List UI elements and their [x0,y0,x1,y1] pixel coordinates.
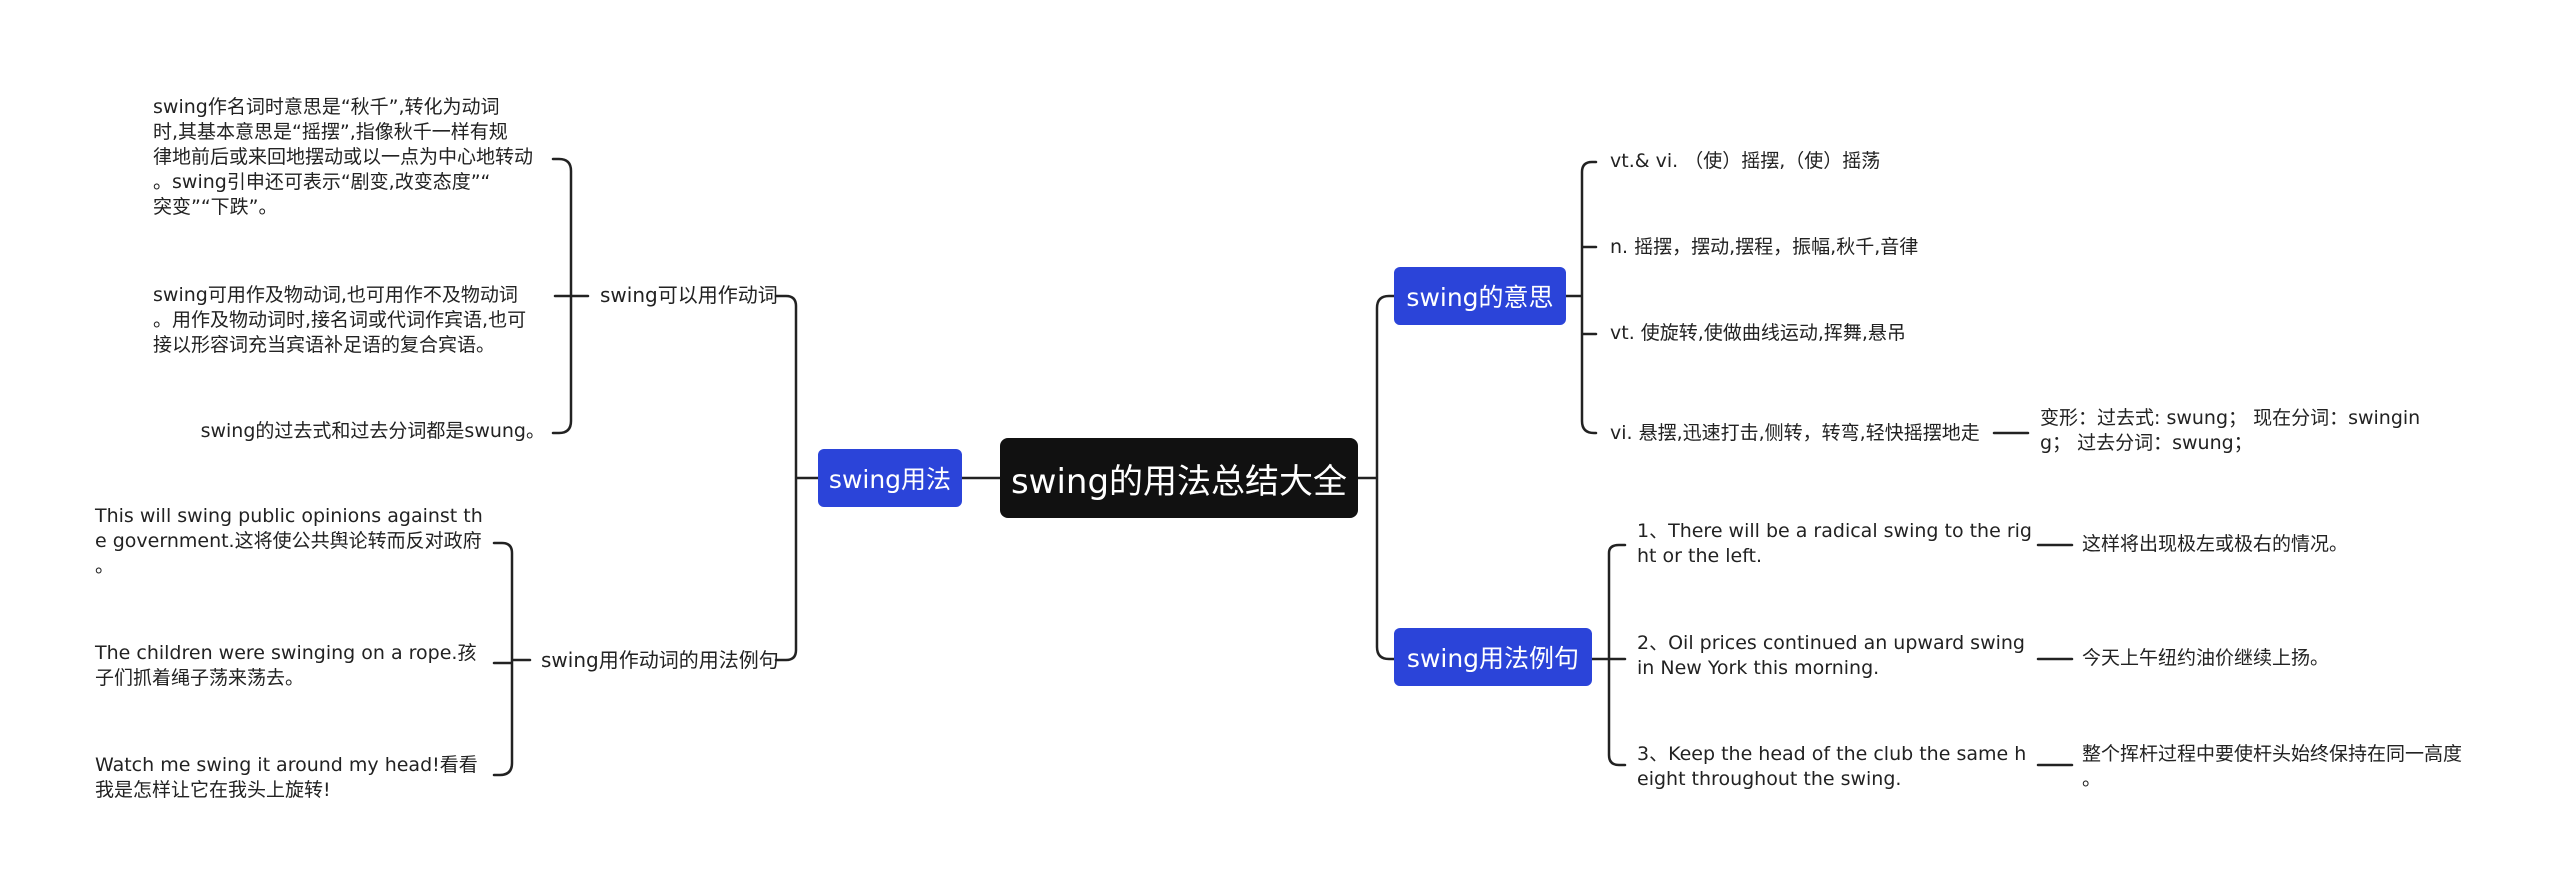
connector-examples-leaves [492,541,532,777]
sentence-3-english: 3、Keep the head of the club the same h e… [1637,743,2027,790]
meaning-vt: vt. 使旋转,使做曲线运动,挥舞,悬吊 [1610,322,1906,344]
branch-swing-meaning[interactable]: swing的意思 [1394,267,1566,325]
connector-usage-subs [774,294,820,662]
leaf-as-verb-meaning: swing作名词时意思是“秋千”,转化为动词 时,其基本意思是“摇摆”,指像秋千… [153,96,534,218]
sentence-3-chinese: 整个挥杆过程中要使杆头始终保持在同一高度 。 [2082,743,2463,790]
sentence-1-chinese: 这样将出现极左或极右的情况。 [2082,533,2349,555]
leaf-as-verb-transitivity: swing可用作及物动词,也可用作不及物动词 。用作及物动词时,接名词或代词作宾… [153,284,527,356]
connector-root-right [1356,294,1396,661]
leaf-example-around-head: Watch me swing it around my head!看看 我是怎样… [95,754,478,801]
branch-swing-usage[interactable]: swing用法 [818,449,962,507]
meaning-vi: vi. 悬摆,迅速打击,侧转，转弯,轻快摇摆地走 [1610,422,1980,444]
leaf-example-children-rope: The children were swinging on a rope.孩 子… [95,642,477,689]
subtopic-as-verb[interactable]: swing可以用作动词 [600,283,778,307]
subtopic-verb-examples[interactable]: swing用作动词的用法例句 [541,648,779,672]
branch-swing-examples[interactable]: swing用法例句 [1394,628,1592,686]
connector-meaning-items [1564,160,1598,435]
meaning-noun: n. 摇摆，摆动,摆程，振幅,秋千,音律 [1610,236,1919,258]
leaf-example-public-opinion: This will swing public opinions against … [95,505,483,577]
sentence-1-english: 1、There will be a radical swing to the r… [1637,520,2032,567]
meaning-word-forms: 变形：过去式: swung； 现在分词：swingin g； 过去分词：swun… [2040,407,2421,454]
connector-sentences-items [1590,543,1627,767]
meaning-vt-vi: vt.& vi. （使）摇摆,（使）摇荡 [1610,150,1881,172]
sentence-2-chinese: 今天上午纽约油价继续上扬。 [2082,647,2330,669]
root-topic[interactable]: swing的用法总结大全 [1000,438,1358,518]
leaf-as-verb-past-tense: swing的过去式和过去分词都是swung。 [200,420,545,442]
connector-asverb-leaves [551,157,590,435]
sentence-2-english: 2、Oil prices continued an upward swing i… [1637,632,2025,679]
